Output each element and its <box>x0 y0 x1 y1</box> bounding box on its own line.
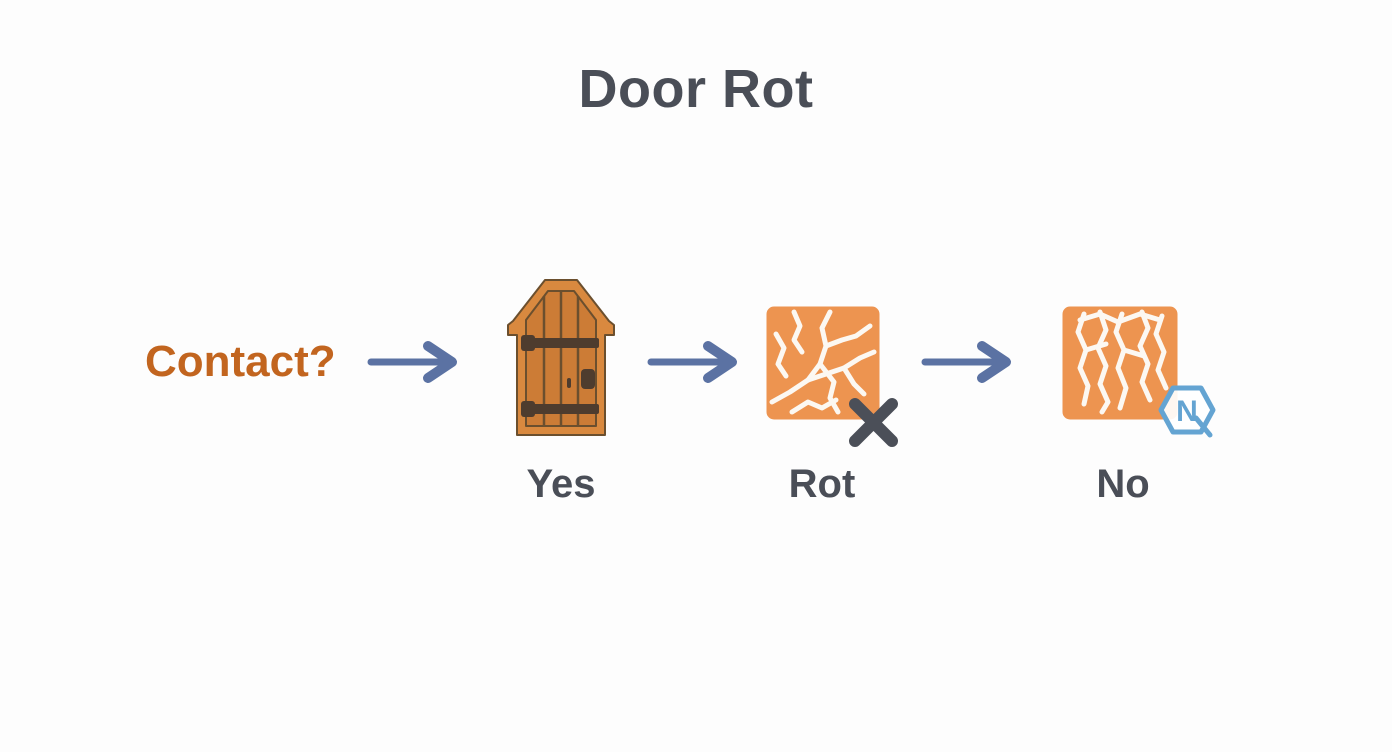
wooden-door-icon <box>505 274 617 440</box>
rotted-wood-hexagon-icon: N <box>1060 304 1218 452</box>
x-mark-icon <box>849 398 898 447</box>
step-label-yes: Yes <box>526 462 596 506</box>
step-label-no: No <box>1096 462 1150 506</box>
right-arrow-icon <box>920 340 1020 384</box>
right-arrow-icon <box>366 340 466 384</box>
no-hexagon-badge-icon: N <box>1158 385 1216 438</box>
step-label-rot: Rot <box>788 462 856 506</box>
rotted-wood-x-icon <box>764 304 906 456</box>
svg-text:N: N <box>1176 395 1198 428</box>
page-title: Door Rot <box>578 59 814 119</box>
right-arrow-icon <box>646 340 746 384</box>
contact-question-label: Contact? <box>145 337 336 386</box>
